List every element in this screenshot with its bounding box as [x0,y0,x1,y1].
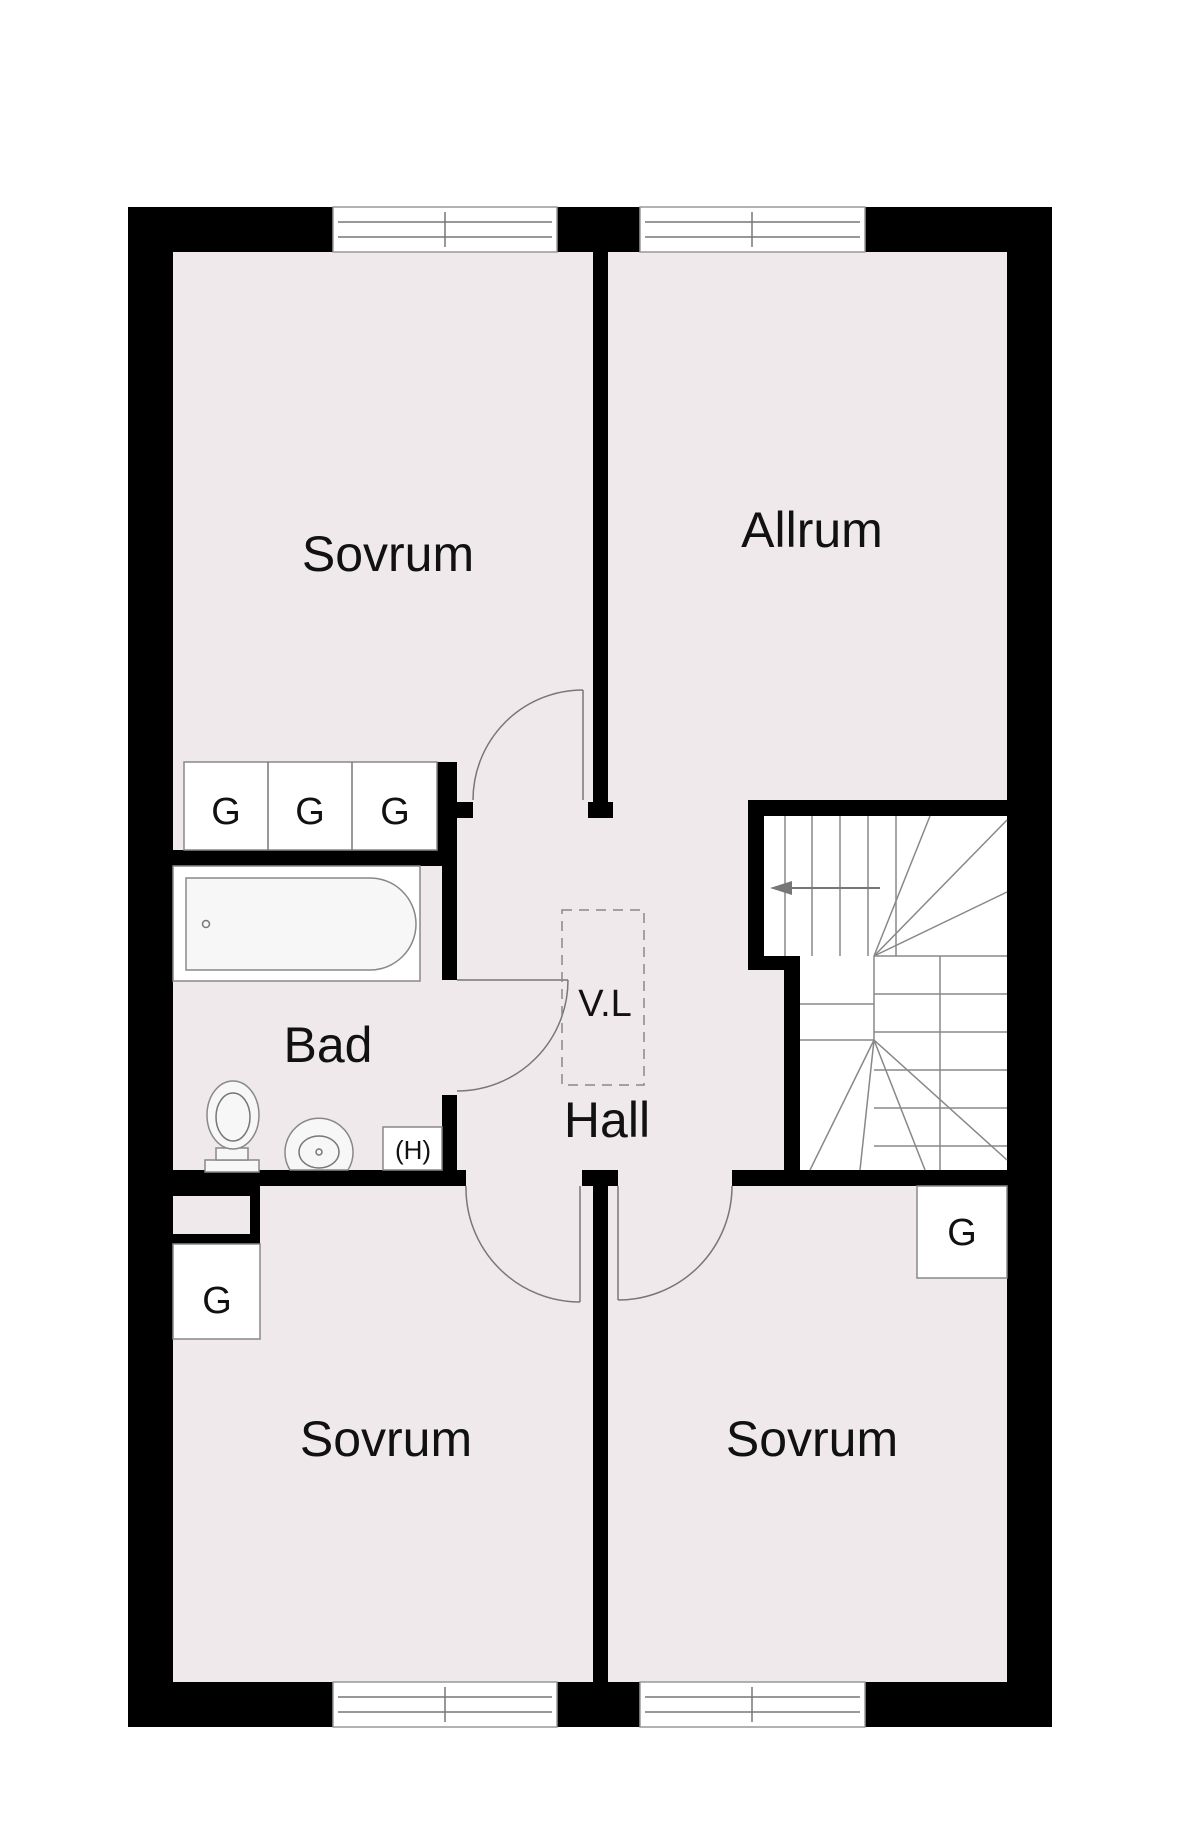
door-bathroom [456,979,569,1092]
wardrobe-label-bottom-right: G [947,1212,977,1254]
room-label-bathroom: Bad [284,1017,373,1073]
window-bottom-left [332,1681,558,1728]
wardrobe-label-1: G [211,791,241,833]
boiler-label: (H) [395,1135,431,1165]
skylight-marker [561,909,645,1086]
door-bedroom-bottom-right [617,1185,733,1301]
bathtub [172,865,421,982]
window-bottom-right [639,1681,866,1728]
outer-walls [128,207,1052,1727]
wardrobe-bottom-left-box [172,1243,261,1340]
wardrobe-label-3: G [380,791,410,833]
window-top-left [332,206,558,253]
staircase [764,815,1008,1171]
room-label-hall: Hall [564,1092,650,1148]
room-label-bedroom-bottom-left: Sovrum [300,1411,472,1467]
sink [284,1117,354,1171]
skylight-label: V.L [578,983,632,1025]
door-bedroom-bottom-left [465,1185,581,1303]
room-label-bedroom-bottom-right: Sovrum [726,1411,898,1467]
toilet [204,1080,260,1173]
room-label-bedroom-top-left: Sovrum [302,526,474,582]
wardrobe-label-bottom-left: G [202,1280,232,1322]
wardrobe-row-top [183,761,438,851]
wardrobe-bottom-right-box [916,1185,1008,1279]
window-top-right [639,206,866,253]
wardrobe-label-2: G [295,791,325,833]
door-bedroom-top-left [472,689,584,801]
boiler-box [382,1126,443,1171]
room-label-living: Allrum [741,502,883,558]
interior-walls [173,252,1007,1682]
